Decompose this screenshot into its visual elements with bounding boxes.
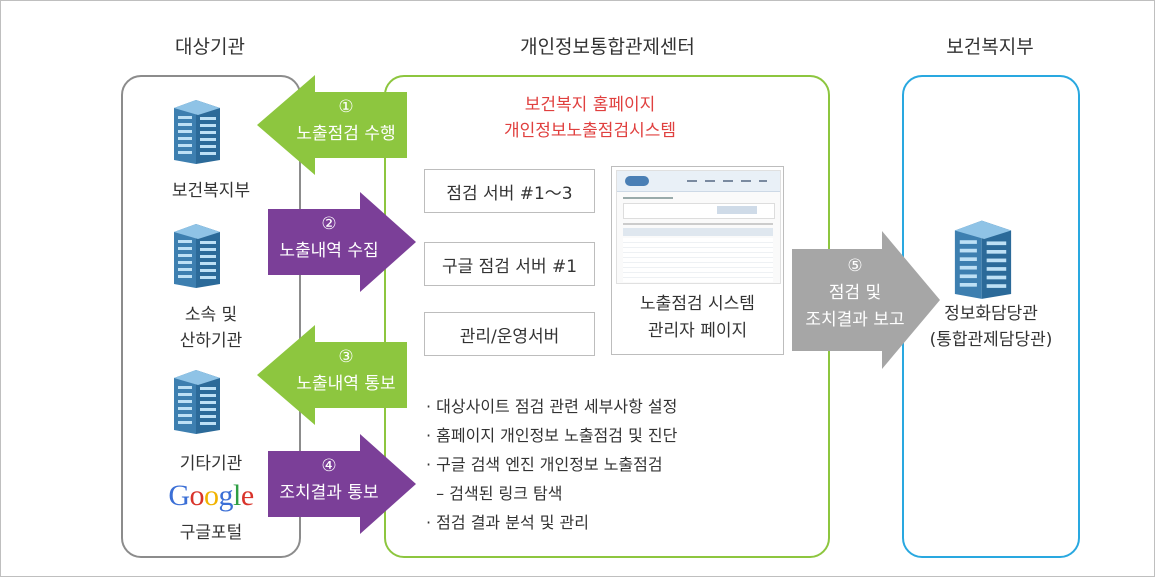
arrow-exposure-collect (268, 192, 416, 292)
right-column-title: 보건복지부 (946, 36, 1034, 58)
building-icon (174, 100, 220, 164)
arrow-number: ④ (321, 456, 337, 476)
arrow-report (792, 231, 940, 369)
left-column-title: 대상기관 (175, 36, 245, 58)
arrow-label: 노출내역 통보 (296, 374, 396, 394)
building-icon (174, 370, 220, 434)
admin-caption-line1: 노출점검 시스템 (640, 294, 755, 314)
function-item: · 구글 검색 엔진 개인정보 노출점검 (426, 455, 663, 474)
arrow-label: 노출점검 수행 (296, 124, 396, 144)
arrow-number: ① (338, 97, 354, 117)
org-label-affiliates: 소속 및 산하기관 (179, 305, 243, 351)
google-server-box: 구글 점검 서버 #1 (424, 242, 595, 286)
org-label-google-portal: 구글포털 (179, 523, 243, 543)
management-server-box: 관리/운영서버 (424, 312, 595, 356)
building-icon (954, 220, 1012, 299)
admin-page-box: 노출점검 시스템 관리자 페이지 (611, 166, 784, 355)
admin-caption-line2: 관리자 페이지 (647, 321, 748, 341)
org-label-info-officer: 정보화담당관 (통합관제담당관) (929, 304, 1053, 350)
arrow-number: ⑤ (847, 256, 863, 276)
org-label-ministry: 보건복지부 (171, 181, 251, 201)
function-item: · 점검 결과 분석 및 관리 (426, 513, 589, 532)
arrow-number: ② (321, 214, 337, 234)
inspection-server-box: 점검 서버 #1～3 (424, 169, 595, 213)
arrow-label: 점검 및 조치결과 보고 (805, 283, 905, 330)
center-column-title: 개인정보통합관제센터 (520, 36, 695, 58)
function-subitem: – 검색된 링크 탐색 (426, 484, 563, 503)
arrow-label: 조치결과 통보 (279, 483, 379, 503)
arrow-inspection-perform (257, 75, 407, 175)
system-title-line2: 개인정보노출점검시스템 (503, 121, 677, 141)
arrow-exposure-notify (257, 325, 407, 425)
admin-page-screenshot (616, 170, 781, 284)
google-logo: Google (168, 479, 254, 512)
building-icon (174, 224, 220, 288)
function-item: · 홈페이지 개인정보 노출점검 및 진단 (426, 426, 678, 445)
function-item: · 대상사이트 점검 관련 세부사항 설정 (426, 397, 678, 416)
system-title-line1: 보건복지 홈페이지 (524, 95, 656, 115)
org-label-others: 기타기관 (179, 454, 243, 474)
target-org-panel (121, 75, 301, 558)
arrow-label: 노출내역 수집 (279, 241, 379, 261)
arrow-action-notify (268, 434, 416, 534)
arrow-number: ③ (338, 347, 354, 367)
function-list: · 대상사이트 점검 관련 세부사항 설정 · 홈페이지 개인정보 노출점검 및… (426, 392, 677, 537)
